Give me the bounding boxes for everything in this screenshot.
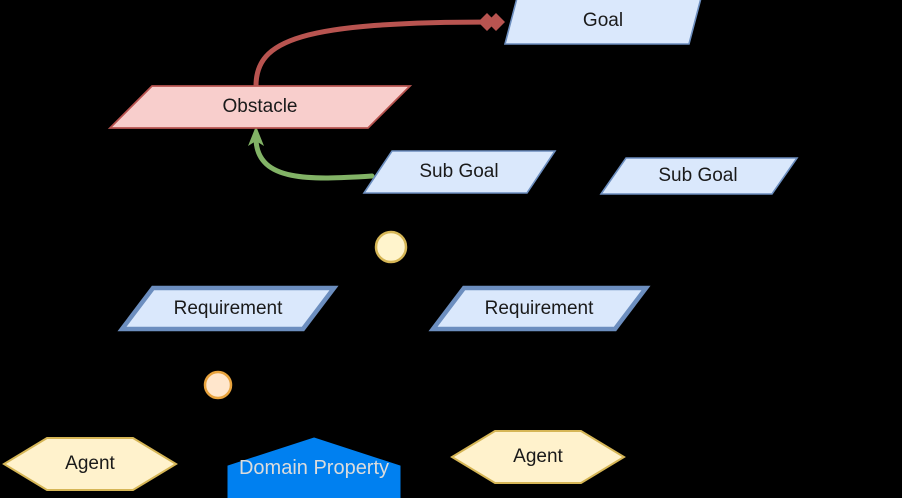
subgoal-2-parallelogram xyxy=(599,157,799,195)
node-goal[interactable] xyxy=(503,0,702,45)
requirement-2-parallelogram xyxy=(428,285,651,332)
node-obstacle[interactable] xyxy=(107,85,413,129)
requirement-1-parallelogram xyxy=(117,285,339,332)
resolution-edge-path xyxy=(253,137,375,181)
node-subgoal-2[interactable] xyxy=(599,157,799,195)
node-requirement-1[interactable] xyxy=(117,285,339,332)
obstruction-edge-path xyxy=(253,19,495,89)
agent-2-hexagon xyxy=(450,430,626,484)
obstacle-parallelogram xyxy=(107,85,413,129)
agent-1-hexagon xyxy=(2,437,178,491)
goal-parallelogram xyxy=(503,0,702,45)
node-agent-1[interactable] xyxy=(2,437,178,491)
domain-property-pentagon xyxy=(227,437,401,498)
node-requirement-2[interactable] xyxy=(428,285,651,332)
double-diamond-marker-icon xyxy=(478,13,505,31)
node-subgoal-1[interactable] xyxy=(362,150,557,194)
edge-resolution[interactable] xyxy=(248,126,375,181)
refinement-circle-1-shape xyxy=(374,230,408,264)
node-domain-property[interactable] xyxy=(227,437,401,498)
node-refinement-circle-2[interactable] xyxy=(203,370,233,400)
edge-obstruction[interactable] xyxy=(253,13,505,89)
node-refinement-circle-1[interactable] xyxy=(374,230,408,264)
arrowhead-icon xyxy=(248,126,264,146)
subgoal-1-parallelogram xyxy=(362,150,557,194)
refinement-circle-2-shape xyxy=(203,370,233,400)
node-agent-2[interactable] xyxy=(450,430,626,484)
